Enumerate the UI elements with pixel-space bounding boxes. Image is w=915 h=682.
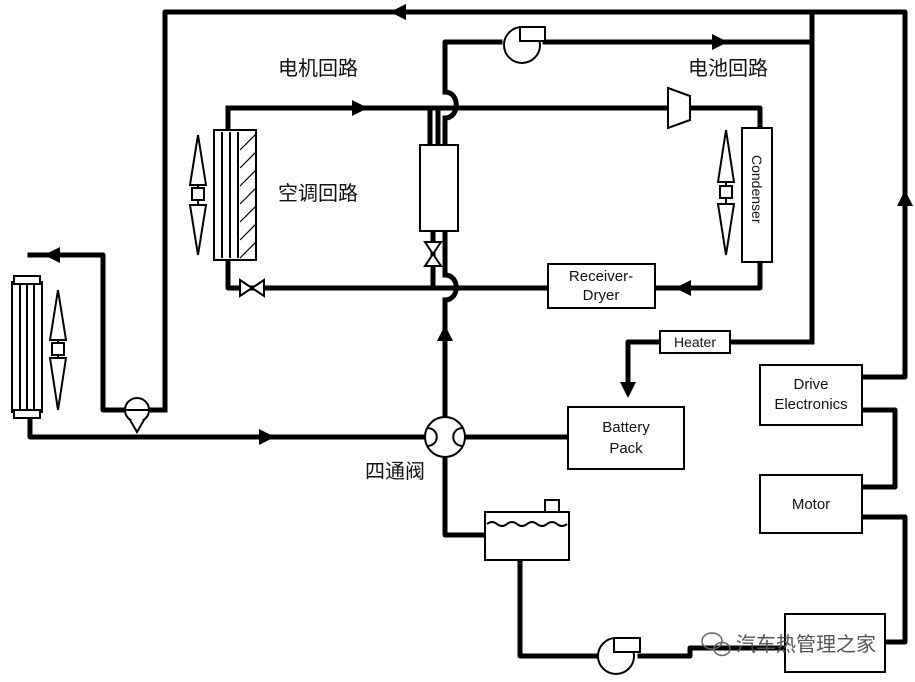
pipe-right-riser-upper [809, 9, 908, 193]
arrow-receiver-left [675, 280, 691, 296]
watermark: 汽车热管理之家 [701, 632, 876, 657]
pipe-trunk-top [442, 39, 503, 95]
motor: Motor [759, 474, 863, 534]
compressor-icon [667, 86, 691, 130]
ac-evaporator [213, 129, 257, 261]
pipe-ac-compressor-out [687, 105, 763, 131]
expansion-valve-icon [239, 278, 265, 298]
condenser-fan-icon [716, 129, 736, 256]
battery-pack-label-line1: Battery [602, 419, 650, 436]
receiver-dryer: Receiver- Dryer [547, 263, 656, 309]
arrow-trunk-up [437, 325, 453, 341]
pipe-top-return [162, 9, 815, 411]
pipe-reservoir-down [517, 557, 598, 659]
ac-evaporator-fan-icon [188, 134, 208, 256]
drive-electronics-label-line1: Drive [793, 376, 828, 393]
condenser: Condenser [741, 127, 773, 263]
pipe-top-pump-out [542, 9, 815, 45]
arrow-bottom-right [259, 429, 275, 445]
battery-loop-label: 电池回路 [688, 56, 768, 80]
pipe-right-riser [859, 187, 908, 380]
battery-pack-label-line2: Pack [609, 440, 643, 457]
ac-loop-label: 空调回路 [278, 181, 358, 205]
battery-pack: Battery Pack [567, 406, 685, 470]
pipe-ac-condenser-out [652, 259, 763, 291]
arrow-top-pump-right [712, 34, 728, 50]
receiver-dryer-label-line2: Dryer [583, 287, 620, 304]
pipe-motor-to-bottom [859, 514, 908, 645]
left-radiator [11, 275, 43, 419]
heater-label: Heater [674, 334, 716, 350]
condenser-label: Condenser [749, 155, 765, 224]
chiller-valve-icon [423, 241, 443, 267]
left-fan-icon [48, 289, 68, 411]
pipe-heater-to-battery [625, 339, 663, 388]
pipe-drive-to-motor [859, 407, 898, 490]
pipe-bottom-pump-out [637, 645, 788, 659]
wechat-icon [701, 632, 731, 657]
top-pump-icon [503, 26, 546, 64]
four-way-valve-icon [424, 416, 466, 458]
pipe-left-radiator-bottom [27, 409, 428, 440]
arrow-ac-top-right [352, 100, 368, 116]
bottom-component-box [784, 613, 886, 673]
left-pump-icon [124, 397, 150, 434]
pipe-crossover-upper [442, 89, 459, 121]
motor-loop-label: 电机回路 [278, 56, 358, 80]
bottom-pump-icon [597, 637, 641, 675]
pipe-valve-to-reservoir [442, 454, 488, 538]
arrow-heater-down [620, 382, 636, 398]
chiller [419, 144, 459, 232]
motor-label: Motor [792, 496, 830, 513]
drive-electronics-label-line2: Electronics [774, 396, 847, 413]
arrow-left-radiator-top [44, 247, 60, 263]
receiver-dryer-label-line1: Receiver- [569, 268, 633, 285]
drive-electronics: Drive Electronics [759, 364, 863, 426]
heater: Heater [659, 330, 731, 354]
coolant-reservoir [484, 499, 570, 561]
arrow-right-up [897, 190, 913, 206]
pipe-ac-bottom-run [225, 259, 551, 291]
pipe-left-radiator-top [27, 252, 128, 413]
four-way-valve-label: 四通阀 [365, 459, 425, 483]
arrow-top-left [390, 4, 406, 20]
watermark-text: 汽车热管理之家 [736, 632, 876, 656]
